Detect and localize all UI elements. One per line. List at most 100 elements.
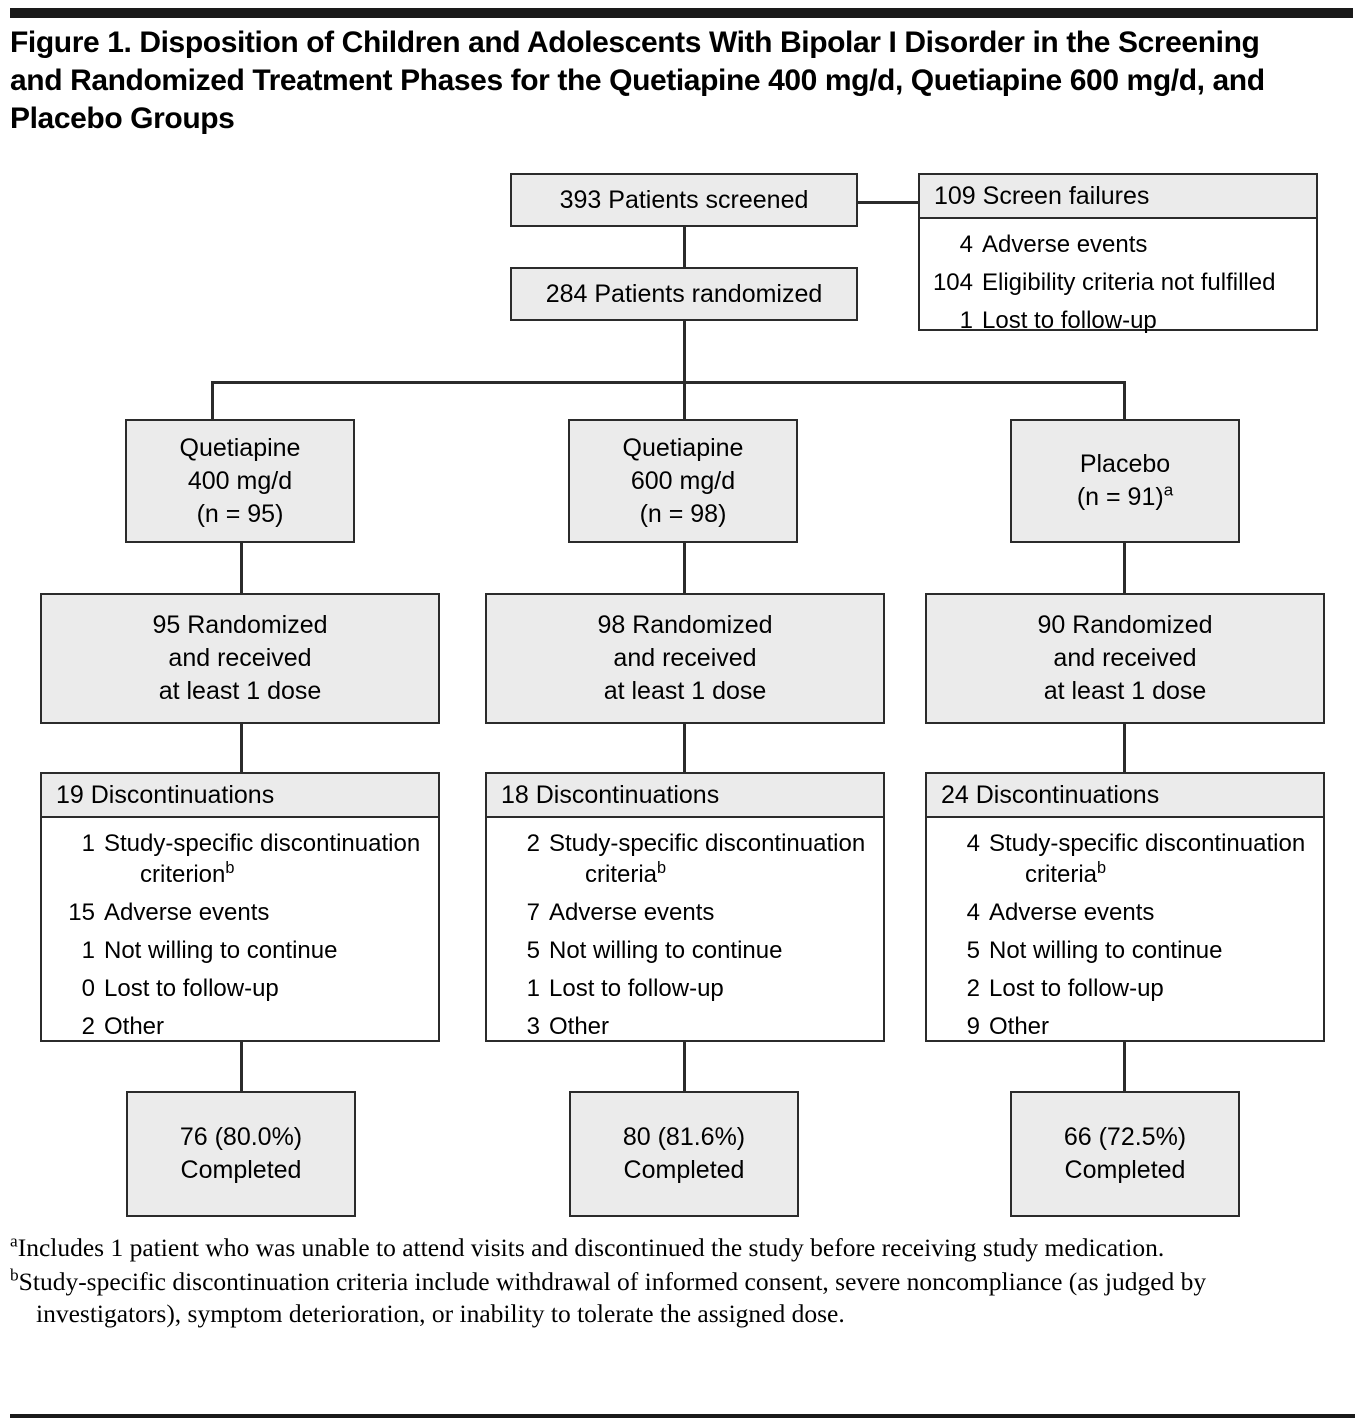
screen-failure-count: 1 — [959, 307, 973, 334]
node-arm-quetiapine-400[interactable]: Quetiapine 400 mg/d (n = 95) — [125, 419, 355, 543]
completed-count: 66 (72.5%) — [1063, 1123, 1187, 1151]
connector-screened-to-failures — [856, 201, 920, 204]
discontinuations-header: 19 Discontinuations — [42, 774, 438, 818]
node-arm2-discontinuations[interactable]: 18 Discontinuations 2 Study-specific dis… — [485, 772, 885, 1042]
disc-label-wrap: Study-specific discontinuation criteriab — [549, 828, 865, 890]
disc-label-cont: criteriab — [585, 859, 667, 888]
screen-failures-list: 4 Adverse events 104 Eligibility criteri… — [920, 219, 1316, 351]
footnote-ref-b: b — [225, 859, 235, 877]
node-arm3-completed[interactable]: 66 (72.5%) Completed — [1010, 1091, 1240, 1217]
node-patients-randomized[interactable]: 284 Patients randomized — [510, 267, 858, 321]
connector-arm2-disc-to-completed — [683, 1040, 686, 1092]
arm-title-line1: Placebo — [1079, 450, 1171, 478]
disc-label: Not willing to continue — [549, 937, 783, 964]
disc-count: 2 — [966, 975, 980, 1002]
list-item: 0 Lost to follow-up — [52, 973, 428, 1004]
connector-randomized-down — [683, 320, 686, 383]
arm-title-line2: (n = 91)a — [1076, 480, 1174, 511]
completed-label: Completed — [623, 1156, 745, 1184]
disc-label: Adverse events — [549, 899, 715, 926]
list-item: 15 Adverse events — [52, 897, 428, 928]
connector-arm3-assign-to-dosed — [1123, 541, 1126, 593]
discontinuations-list: 4 Study-specific discontinuation criteri… — [927, 818, 1323, 1057]
arm-title-line3: (n = 98) — [639, 499, 727, 528]
bottom-rule — [10, 1414, 1355, 1418]
disc-count: 1 — [81, 830, 95, 857]
disc-count: 5 — [966, 937, 980, 964]
screen-failure-label: Adverse events — [982, 231, 1148, 258]
screen-failure-label: Eligibility criteria not fulfilled — [982, 269, 1276, 296]
disc-count: 7 — [526, 899, 540, 926]
footnote-a-marker: a — [10, 1231, 18, 1251]
disc-label: Other — [104, 1013, 165, 1040]
disc-count: 1 — [526, 975, 540, 1002]
dosed-line2: and received — [613, 644, 757, 672]
disc-label: Study-specific discontinuation — [989, 830, 1306, 857]
dosed-line2: and received — [1053, 644, 1197, 672]
disc-label: Study-specific discontinuation — [104, 830, 421, 857]
disc-count: 3 — [526, 1013, 540, 1040]
disc-count: 1 — [81, 937, 95, 964]
node-arm-quetiapine-600[interactable]: Quetiapine 600 mg/d (n = 98) — [568, 419, 798, 543]
screen-failure-label: Lost to follow-up — [982, 307, 1157, 334]
connector-split-left — [211, 381, 214, 419]
screen-failures-header: 109 Screen failures — [920, 175, 1316, 219]
patients-randomized-label: 284 Patients randomized — [545, 279, 823, 308]
patients-screened-label: 393 Patients screened — [559, 185, 809, 214]
disc-label-wrap: Study-specific discontinuation criterion… — [104, 828, 420, 890]
node-arm1-discontinuations[interactable]: 19 Discontinuations 1 Study-specific dis… — [40, 772, 440, 1042]
arm-title-line1: Quetiapine — [622, 433, 744, 462]
dosed-line3: at least 1 dose — [1043, 677, 1207, 705]
completed-count: 80 (81.6%) — [622, 1123, 746, 1151]
node-arm2-completed[interactable]: 80 (81.6%) Completed — [569, 1091, 799, 1217]
list-item: 2 Other — [52, 1011, 428, 1042]
footnote-ref-a: a — [1163, 480, 1174, 500]
dosed-line2: and received — [168, 644, 312, 672]
disc-count: 9 — [966, 1013, 980, 1040]
disc-label: Lost to follow-up — [989, 975, 1164, 1002]
list-item: 1 Lost to follow-up — [930, 305, 1306, 336]
list-item: 4 Adverse events — [937, 897, 1313, 928]
completed-label: Completed — [1064, 1156, 1186, 1184]
list-item: 2 Study-specific discontinuation criteri… — [497, 828, 873, 890]
node-arm1-completed[interactable]: 76 (80.0%) Completed — [126, 1091, 356, 1217]
node-arm2-randomized-dosed[interactable]: 98 Randomized and received at least 1 do… — [485, 593, 885, 724]
disc-count: 2 — [81, 1013, 95, 1040]
footnote-b: bStudy-specific discontinuation criteria… — [10, 1266, 1355, 1330]
list-item: 9 Other — [937, 1011, 1313, 1042]
connector-arm3-disc-to-completed — [1123, 1040, 1126, 1092]
node-screen-failures[interactable]: 109 Screen failures 4 Adverse events 104… — [918, 173, 1318, 334]
list-item: 1 Not willing to continue — [52, 935, 428, 966]
disc-label-cont: criteriab — [1025, 859, 1107, 888]
connector-arm2-assign-to-dosed — [683, 541, 686, 593]
screen-failure-count: 104 — [932, 269, 973, 296]
arm-title-line1: Quetiapine — [179, 433, 301, 462]
completed-label: Completed — [180, 1156, 302, 1184]
disc-label: Adverse events — [104, 899, 270, 926]
dosed-line1: 98 Randomized — [597, 611, 773, 639]
node-arm-placebo[interactable]: Placebo (n = 91)a — [1010, 419, 1240, 543]
connector-arm2-dosed-to-disc — [683, 722, 686, 772]
list-item: 5 Not willing to continue — [937, 935, 1313, 966]
disc-label-wrap: Study-specific discontinuation criteriab — [989, 828, 1305, 890]
disc-count: 0 — [81, 975, 95, 1002]
disc-label: Lost to follow-up — [549, 975, 724, 1002]
disc-label: Adverse events — [989, 899, 1155, 926]
list-item: 3 Other — [497, 1011, 873, 1042]
node-arm3-discontinuations[interactable]: 24 Discontinuations 4 Study-specific dis… — [925, 772, 1325, 1042]
footnote-ref-b: b — [657, 859, 667, 877]
dosed-line3: at least 1 dose — [603, 677, 767, 705]
node-arm1-randomized-dosed[interactable]: 95 Randomized and received at least 1 do… — [40, 593, 440, 724]
footnotes: aIncludes 1 patient who was unable to at… — [10, 1232, 1355, 1332]
node-arm3-randomized-dosed[interactable]: 90 Randomized and received at least 1 do… — [925, 593, 1325, 724]
screen-failure-count: 4 — [959, 231, 973, 258]
disc-label: Study-specific discontinuation — [549, 830, 866, 857]
node-patients-screened[interactable]: 393 Patients screened — [510, 173, 858, 227]
disc-count: 4 — [966, 830, 980, 857]
disc-label: Lost to follow-up — [104, 975, 279, 1002]
disc-label: Not willing to continue — [104, 937, 338, 964]
footnote-a: aIncludes 1 patient who was unable to at… — [10, 1232, 1355, 1264]
list-item: 5 Not willing to continue — [497, 935, 873, 966]
page-title: Figure 1. Disposition of Children and Ad… — [10, 26, 1265, 135]
